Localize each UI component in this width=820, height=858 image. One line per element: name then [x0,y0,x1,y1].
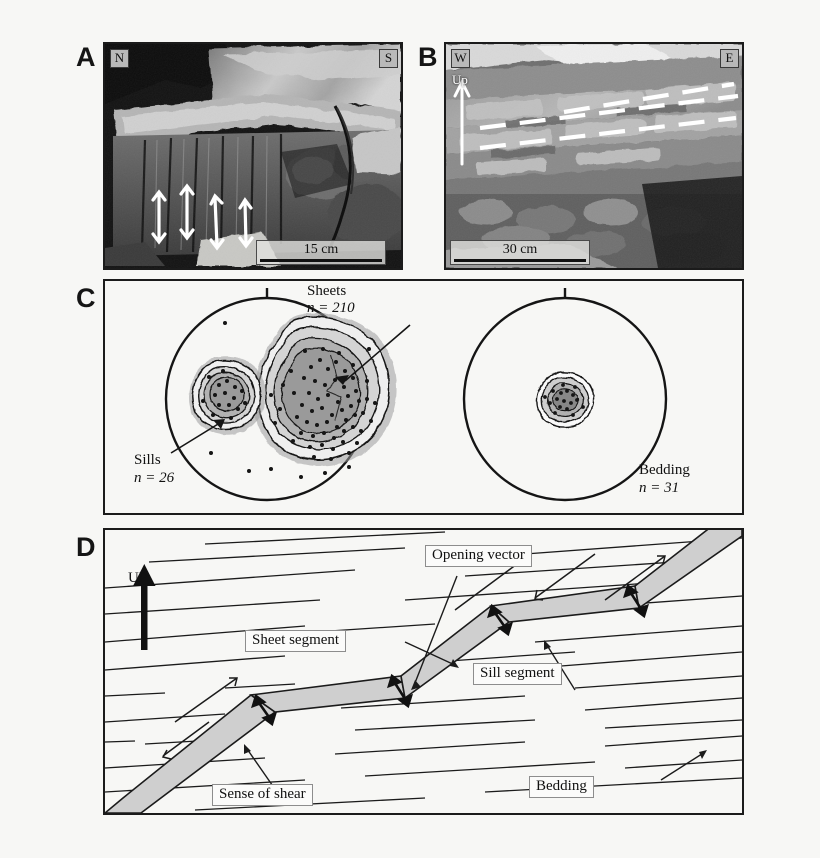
panel-b-image [446,44,742,268]
panel-a-scale-bar: 15 cm [256,240,386,265]
sills-data-points [201,369,247,420]
panel-a-image [105,44,401,268]
right-stereonet-group [462,288,668,502]
sills-title: Sills [134,452,161,468]
panel-c-stereonets [164,288,668,502]
panel-letter-a: A [76,42,96,72]
bedding-title: Bedding [639,462,690,478]
panel-b-scale-rule [454,259,586,262]
sheets-leader-line [344,324,411,382]
panel-letter-b: B [418,42,438,72]
sheets-outliers [209,321,371,479]
panel-d-frame [102,515,744,815]
panel-a-photo [103,42,403,270]
sills-leader-line [170,420,224,454]
bedding-n-text: n = 31 [639,480,680,496]
panel-b-photo [444,42,744,270]
panel-b-corner-label-e: E [720,49,739,68]
label-sheet-segment: Sheet segment [245,630,347,652]
panel-a-scale-rule [260,259,382,262]
bedding-count: n = 31 [639,480,679,497]
left-stereonet-group [164,288,411,502]
label-leader-lines [244,575,707,793]
opening-vector-arrows-a [151,183,254,251]
label-sense-of-shear: Sense of shear [212,784,313,806]
panel-a-corner-label-s: S [379,49,398,68]
sheets-label: Sheets [307,283,346,300]
intrusion-body [102,515,743,814]
sills-n-text: n = 26 [134,470,175,486]
sheets-contours [252,313,397,467]
panel-b-up-label: Up [452,72,468,87]
sheets-title: Sheets [307,283,347,299]
sheets-count: n = 210 [307,300,355,317]
up-arrow-b [453,78,471,166]
up-arrow-d [133,564,156,650]
label-up-d: UP [128,570,148,586]
label-bedding-d: Bedding [529,776,594,798]
panel-a-scale-text: 15 cm [303,242,339,257]
panel-b-corner-label-w: W [451,49,470,68]
panel-letter-c: C [76,283,96,313]
sheets-n-text: n = 210 [307,300,355,316]
label-sill-segment: Sill segment [473,663,562,685]
opening-vector-arrows-d [251,583,649,727]
dashed-bedding-traces-b [479,81,739,151]
panel-b-scale-text: 30 cm [502,242,538,257]
panel-letter-d: D [76,532,96,562]
panel-b-scale-bar: 30 cm [450,240,590,265]
panel-a-corner-label-n: N [110,49,129,68]
sills-count: n = 26 [134,470,174,487]
bedding-label-c: Bedding [639,462,690,479]
label-opening-vector: Opening vector [425,545,532,567]
sills-contours [188,356,266,435]
sheets-data-points [269,347,377,461]
panel-d-diagram [102,515,743,814]
sills-label: Sills [134,452,161,469]
bedding-data-points [543,383,585,417]
panel-c-frame [103,279,744,515]
